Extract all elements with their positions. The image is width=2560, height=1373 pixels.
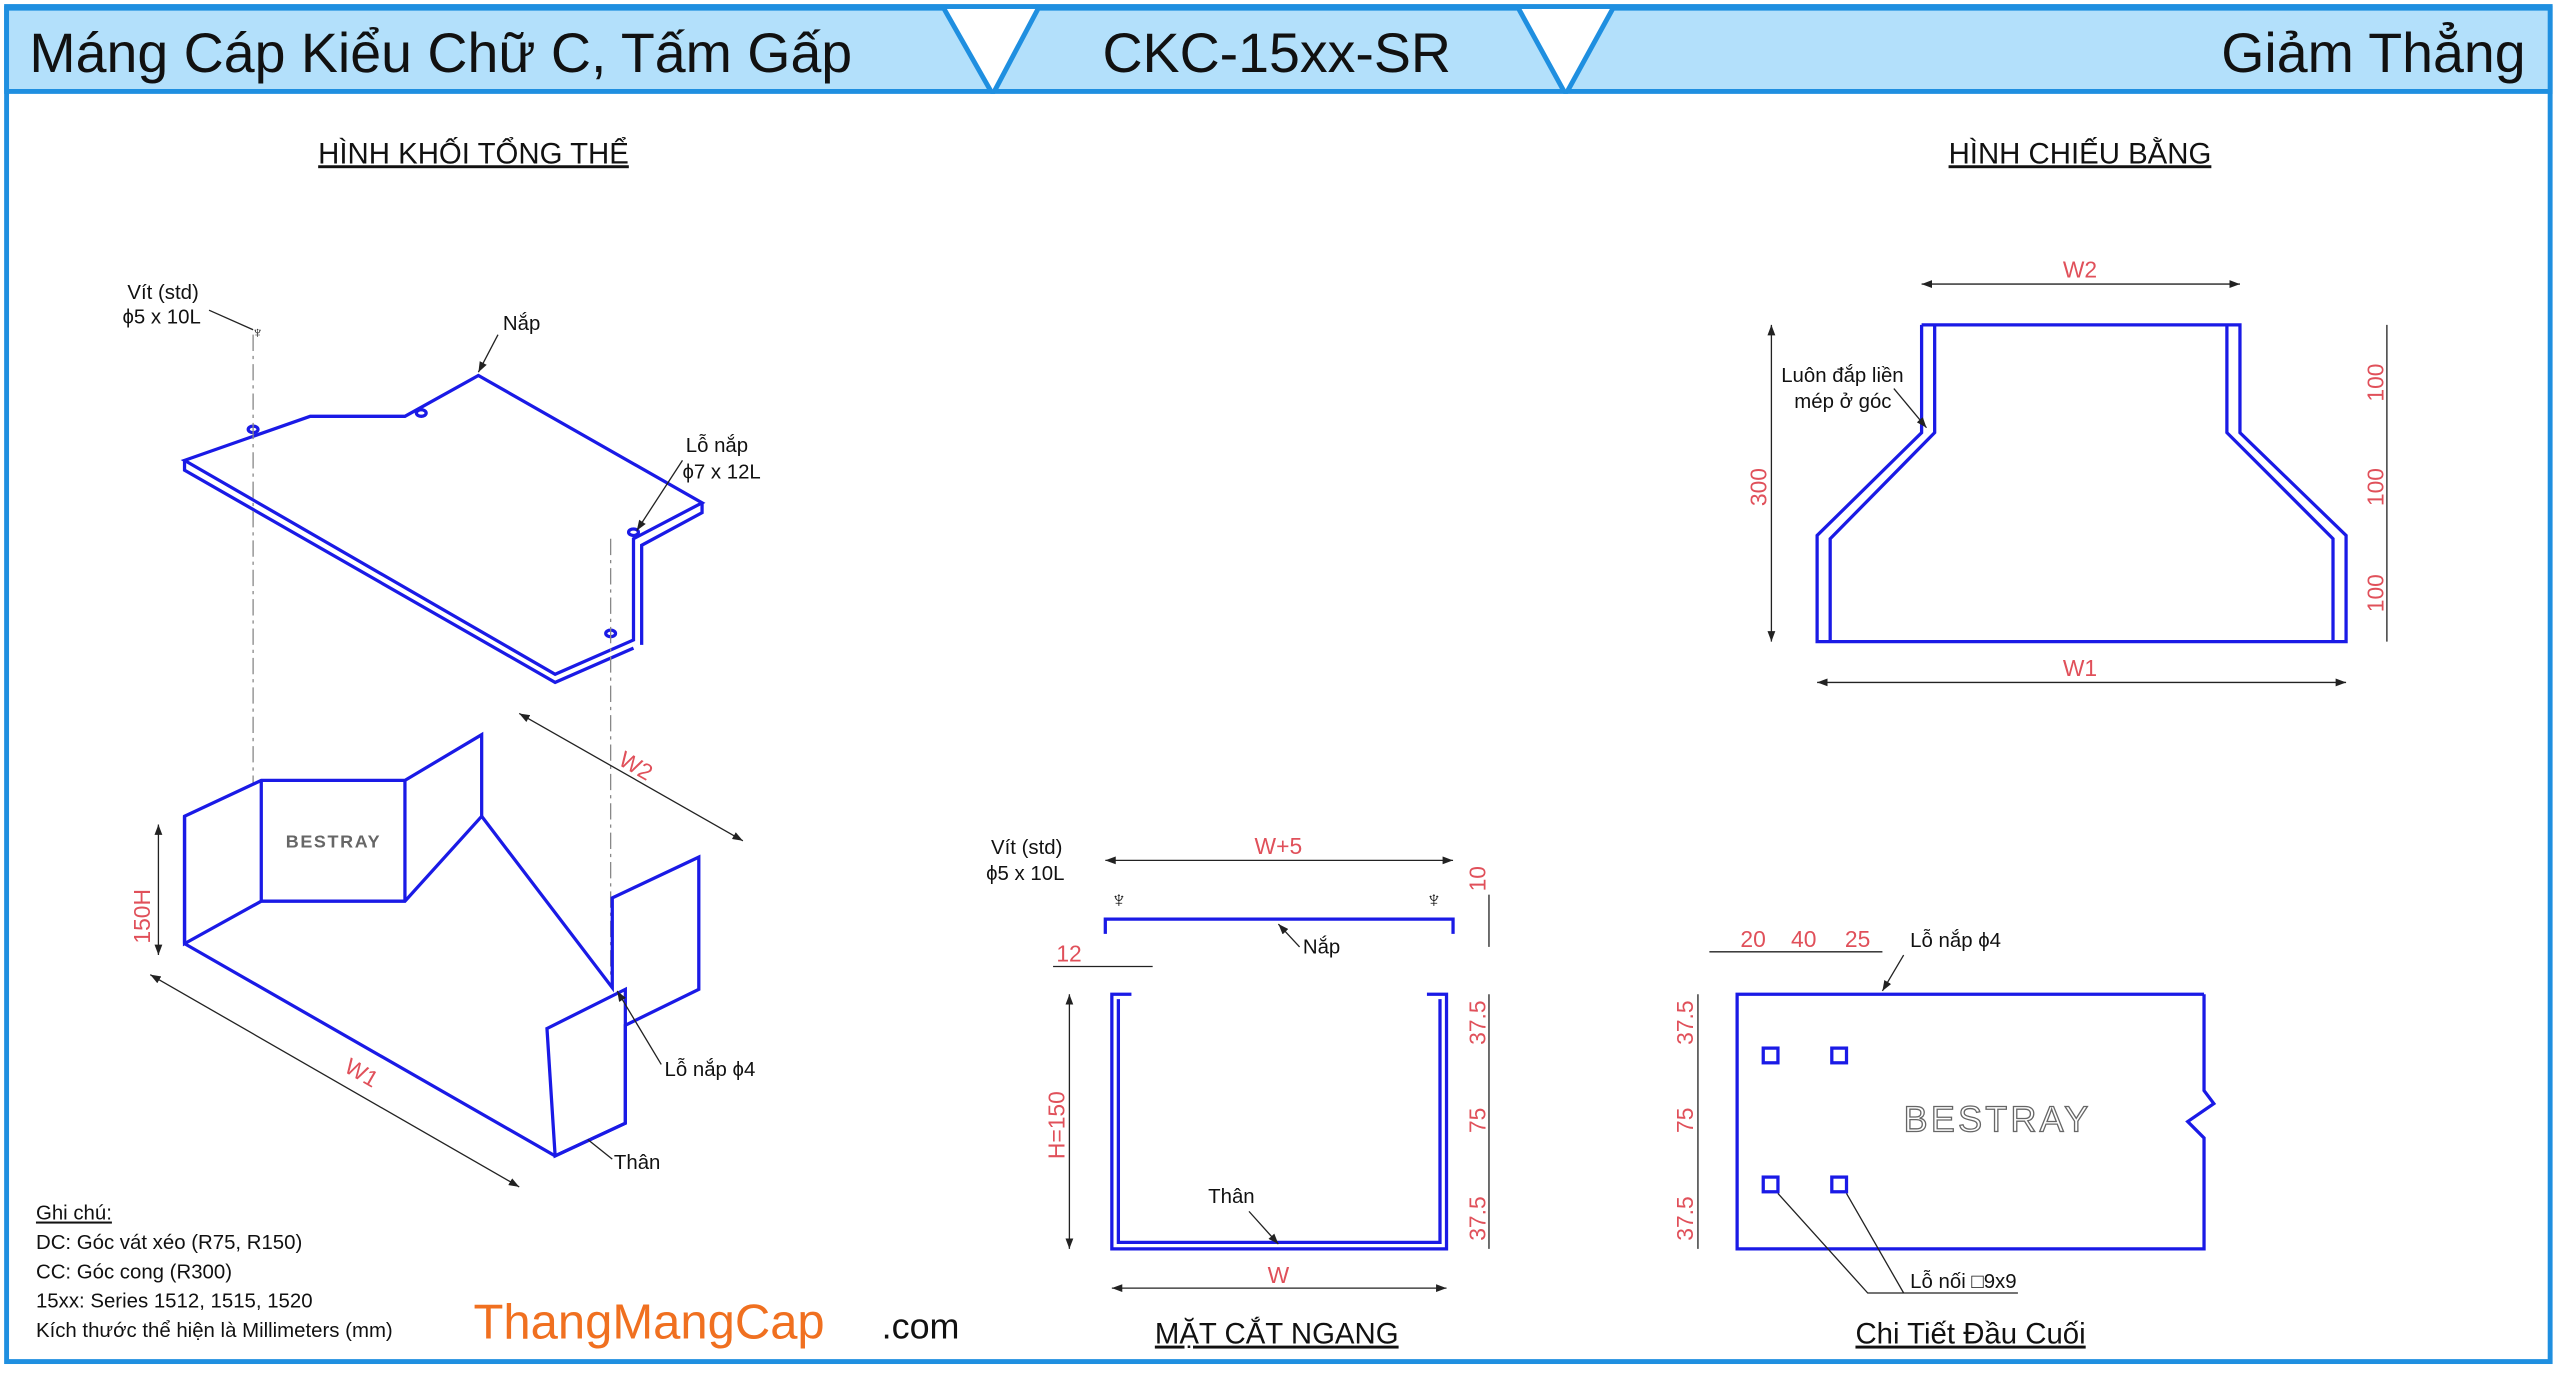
iso-dim-h: 150H — [129, 889, 155, 944]
section-dim-right: 37.5 — [1465, 1196, 1491, 1240]
iso-screw-label: Vít (std) — [127, 282, 198, 304]
end-joint-hole-label: Lỗ nối □9x9 — [1910, 1270, 2016, 1293]
screw-icon: ♆ — [1425, 887, 1442, 913]
iso-brand-mark: BESTRAY — [286, 831, 382, 851]
section-dim-w: W — [1268, 1262, 1290, 1288]
section-cover-label: Nắp — [1303, 935, 1340, 958]
section-body-inner — [1116, 999, 1442, 1245]
section-dim-right: 75 — [1465, 1108, 1491, 1133]
joint-hole — [1830, 1046, 1849, 1065]
end-dim-top: 40 — [1791, 926, 1816, 952]
end-dim-left: 75 — [1672, 1108, 1698, 1133]
section-dim-w5: W+5 — [1255, 833, 1303, 859]
screw-icon: ♆ — [251, 324, 263, 342]
end-detail-view: Chi Tiết Đầu Cuối BESTRAY 20 40 25 37.5 … — [1672, 926, 2217, 1351]
plan-dim-w1: W1 — [2063, 655, 2097, 681]
iso-screw-size: ϕ5 x 10L — [123, 306, 201, 328]
end-dim-left: 37.5 — [1672, 1196, 1698, 1240]
notes-heading: Ghi chú: — [36, 1203, 112, 1225]
iso-dim-w1: W1 — [340, 1053, 383, 1093]
note-line: CC: Góc cong (R300) — [36, 1261, 232, 1283]
notes: Ghi chú: DC: Góc vát xéo (R75, R150) CC:… — [36, 1203, 393, 1343]
cover-outline — [180, 373, 706, 677]
joint-hole — [1761, 1046, 1780, 1065]
leader-line — [1277, 923, 1301, 948]
iso-cover-hole-size: ϕ7 x 12L — [682, 461, 760, 483]
section-dim-h: H=150 — [1043, 1091, 1069, 1159]
plan-dim-300: 300 — [1746, 468, 1772, 506]
leader-line — [477, 334, 499, 373]
leader-line — [1893, 388, 1928, 429]
end-dim-left: 37.5 — [1672, 1000, 1698, 1044]
brand-logo: ThangMangCap .com — [474, 1296, 960, 1350]
plan-view: HÌNH CHIẾU BẰNG W2 W1 300 100 100 100 Lu… — [1746, 136, 2389, 687]
brand-suffix: .com — [882, 1306, 960, 1347]
section-body-label: Thân — [1208, 1186, 1254, 1208]
body-end-plate — [545, 986, 627, 1159]
end-dim-top: 20 — [1740, 926, 1765, 952]
end-brand-mark: BESTRAY — [1904, 1098, 2092, 1139]
section-screw-size: ϕ5 x 10L — [986, 863, 1064, 885]
sheet-border — [4, 4, 2553, 1365]
iso-cover-label: Nắp — [503, 312, 540, 335]
cover-edge — [182, 460, 635, 685]
section-dim-10: 10 — [1465, 866, 1491, 891]
leader-line — [1881, 954, 1905, 992]
end-dim-top: 25 — [1845, 926, 1870, 952]
header-left-panel — [4, 5, 996, 94]
section-screw-label: Vít (std) — [991, 837, 1062, 859]
plan-dim-100: 100 — [2363, 363, 2389, 401]
cover-hole — [414, 408, 428, 418]
iso-body-label: Thân — [614, 1152, 660, 1174]
end-heading: Chi Tiết Đầu Cuối — [1855, 1318, 2085, 1351]
leader-line — [1248, 1210, 1279, 1245]
title-bar: Máng Cáp Kiểu Chữ C, Tấm Gấp CKC-15xx-SR… — [4, 5, 2553, 94]
plan-note-line2: mép ở góc — [1794, 391, 1891, 413]
section-cover — [1103, 917, 1455, 934]
header-right-title: Giảm Thẳng — [2221, 22, 2525, 84]
leader-line — [1845, 1193, 1905, 1294]
end-hole-label: Lỗ nắp ϕ4 — [1910, 929, 2001, 952]
plan-dim-100: 100 — [2363, 574, 2389, 612]
plan-dim-100: 100 — [2363, 468, 2389, 506]
section-dim-right: 37.5 — [1465, 1000, 1491, 1044]
leader-line — [587, 1139, 613, 1160]
plan-inner-line — [1828, 324, 1937, 642]
iso-dim-w2: W2 — [615, 746, 658, 786]
note-line: Kích thước thể hiện là Millimeters (mm) — [36, 1320, 393, 1342]
iso-view: HÌNH KHỐI TỔNG THỂ Vít (std) ϕ5 x 10L ♆ … — [123, 136, 761, 1188]
section-dim-12: 12 — [1056, 941, 1081, 967]
header-center-panel — [990, 5, 1569, 94]
section-body — [1110, 992, 1449, 1251]
leader-line — [636, 460, 684, 531]
screw-icon: ♆ — [1110, 887, 1127, 913]
header-right-panel — [1563, 5, 2553, 94]
iso-cover-hole-label: Lỗ nắp — [686, 434, 748, 457]
iso-heading: HÌNH KHỐI TỔNG THỂ — [318, 136, 629, 170]
leader-line — [1777, 1192, 2018, 1294]
plan-dim-w2: W2 — [2063, 257, 2097, 283]
note-line: 15xx: Series 1512, 1515, 1520 — [36, 1291, 313, 1313]
section-heading: MẶT CẮT NGANG — [1155, 1317, 1399, 1351]
header-left-title: Máng Cáp Kiểu Chữ C, Tấm Gấp — [29, 22, 852, 84]
brand-name: ThangMangCap — [474, 1296, 825, 1350]
note-line: DC: Góc vát xéo (R75, R150) — [36, 1232, 302, 1254]
header-center-title: CKC-15xx-SR — [1102, 22, 1450, 84]
dim-w2 — [518, 712, 744, 842]
plan-inner-line — [2225, 324, 2335, 642]
plan-heading: HÌNH CHIẾU BẰNG — [1949, 136, 2212, 170]
cover-hole — [626, 527, 641, 538]
end-plate-outline — [1735, 992, 2217, 1251]
section-view: MẶT CẮT NGANG ♆ ♆ Vít (std) ϕ5 x 10L W+5… — [986, 833, 1491, 1351]
joint-hole — [1830, 1175, 1849, 1194]
cover-lip — [640, 502, 704, 645]
plan-note-line1: Luôn đắp liền — [1781, 364, 1903, 387]
leader-line — [616, 990, 662, 1065]
leader-line — [208, 309, 254, 331]
plan-outline — [1815, 323, 2348, 644]
joint-hole — [1761, 1175, 1780, 1194]
iso-hole-label: Lỗ nắp ϕ4 — [665, 1058, 756, 1081]
dim-w1 — [149, 974, 520, 1188]
